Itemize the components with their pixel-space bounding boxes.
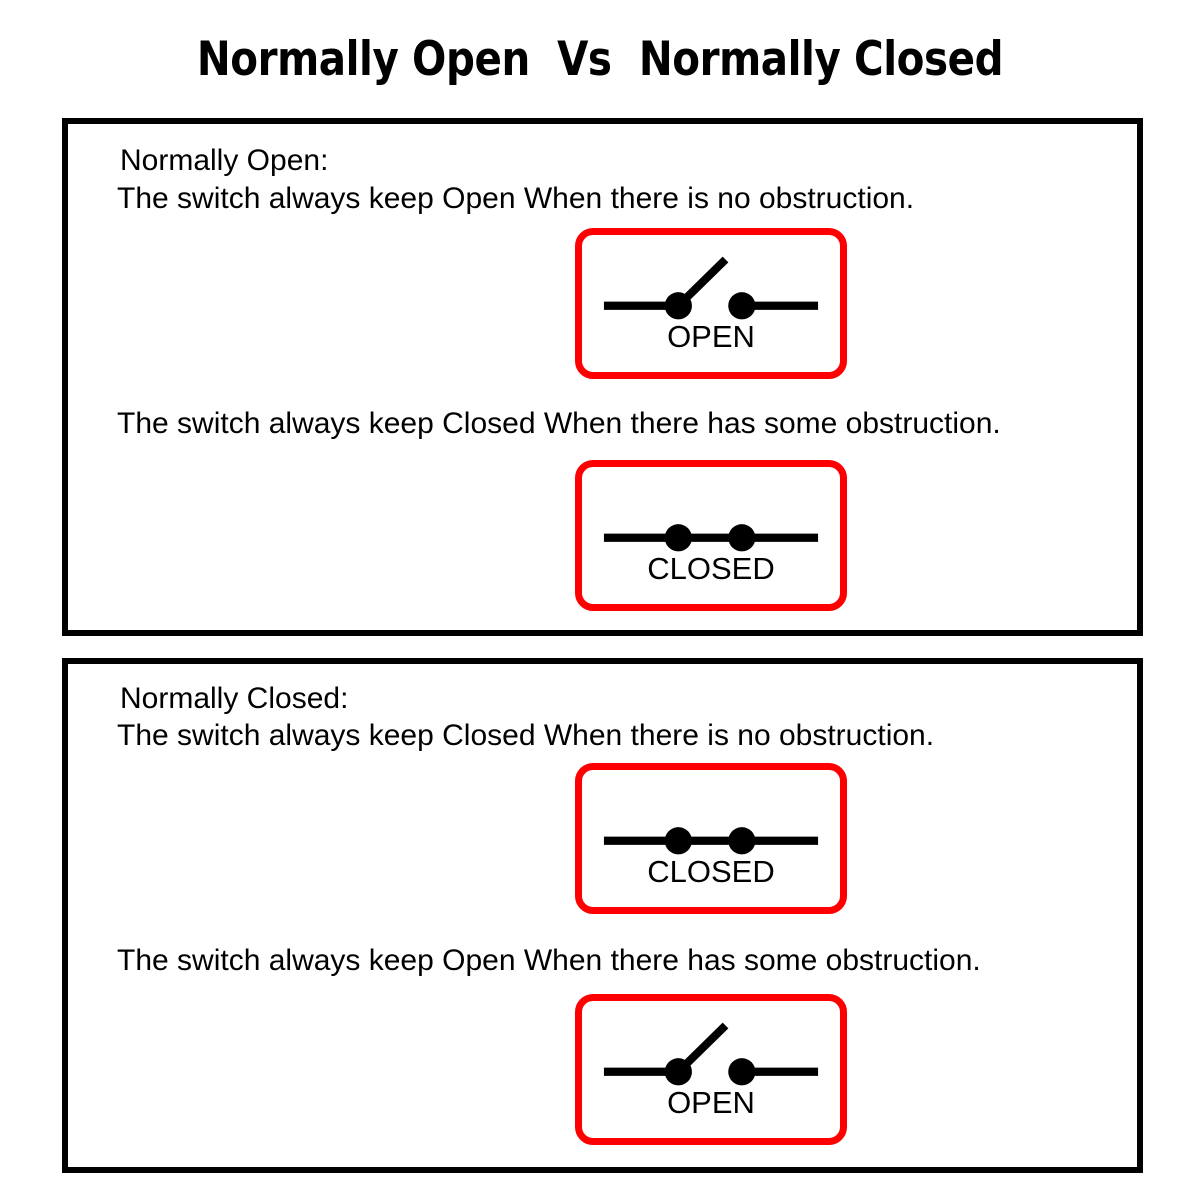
switch-symbol-closed: CLOSED — [575, 460, 847, 611]
switch-closed-icon — [603, 827, 819, 855]
switch-open-icon — [603, 256, 819, 320]
switch-symbol-open: OPEN — [575, 228, 847, 379]
switch-symbol-label: OPEN — [667, 1085, 755, 1120]
page-title: Normally Open Vs Normally Closed — [196, 32, 1004, 87]
panel-normally-closed: Normally Closed: The switch always keep … — [62, 658, 1143, 1173]
switch-closed-icon — [603, 524, 819, 552]
switch-symbol-label: CLOSED — [647, 551, 775, 586]
description-no-obstruction: The switch always keep Open When there i… — [117, 182, 915, 215]
switch-symbol-label: OPEN — [667, 319, 755, 354]
description-no-obstruction: The switch always keep Closed When there… — [117, 719, 935, 752]
panel-heading-normally-open: Normally Open: — [120, 144, 329, 177]
panel-heading-normally-closed: Normally Closed: — [120, 682, 349, 715]
switch-symbol-closed: CLOSED — [575, 763, 847, 914]
switch-symbol-open: OPEN — [575, 994, 847, 1145]
switch-symbol-label: CLOSED — [647, 854, 775, 889]
panel-normally-open: Normally Open: The switch always keep Op… — [62, 118, 1143, 636]
switch-open-icon — [603, 1022, 819, 1086]
description-with-obstruction: The switch always keep Open When there h… — [117, 944, 981, 977]
description-with-obstruction: The switch always keep Closed When there… — [117, 407, 1001, 440]
